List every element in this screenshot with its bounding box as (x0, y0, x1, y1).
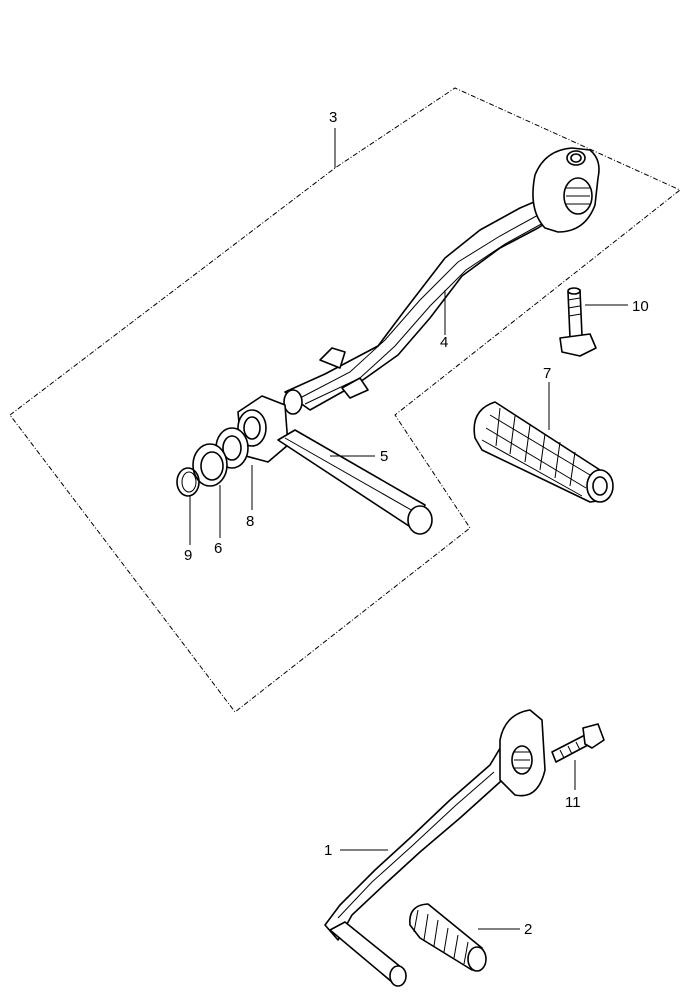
leader-lines (189, 128, 628, 930)
label-7: 7 (543, 365, 551, 382)
bolt-11 (551, 723, 605, 763)
label-4: 4 (440, 334, 448, 351)
label-11: 11 (565, 794, 581, 811)
label-6: 6 (214, 540, 222, 557)
pedal-rubber-2 (409, 903, 487, 972)
pedal-shaft (277, 429, 433, 535)
washer-6 (192, 443, 228, 487)
label-8: 8 (246, 513, 254, 530)
label-9: 9 (184, 547, 192, 564)
label-2: 2 (524, 921, 532, 938)
label-5: 5 (380, 448, 388, 465)
assembly-boundary (9, 87, 681, 713)
label-3: 3 (329, 109, 337, 126)
kick-arm (283, 147, 600, 415)
label-1: 1 (324, 842, 332, 859)
pedal-rubber-7 (473, 401, 614, 503)
circlip-9 (176, 467, 200, 497)
kick-arm-1 (324, 709, 546, 987)
label-10: 10 (632, 298, 649, 315)
bolt-10 (559, 287, 597, 357)
